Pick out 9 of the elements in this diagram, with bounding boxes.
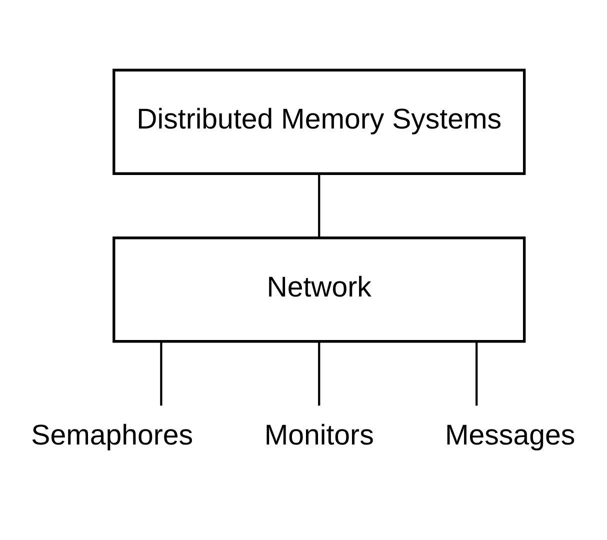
connector xyxy=(318,341,320,406)
node-box: Distributed Memory Systems xyxy=(112,68,526,175)
connector xyxy=(476,341,478,406)
connector xyxy=(160,341,162,406)
connector xyxy=(318,174,320,238)
node-text: Semaphores xyxy=(31,420,194,452)
node-text: Messages xyxy=(445,420,576,452)
node-text: Monitors xyxy=(264,420,374,452)
node-box: Network xyxy=(112,236,526,343)
